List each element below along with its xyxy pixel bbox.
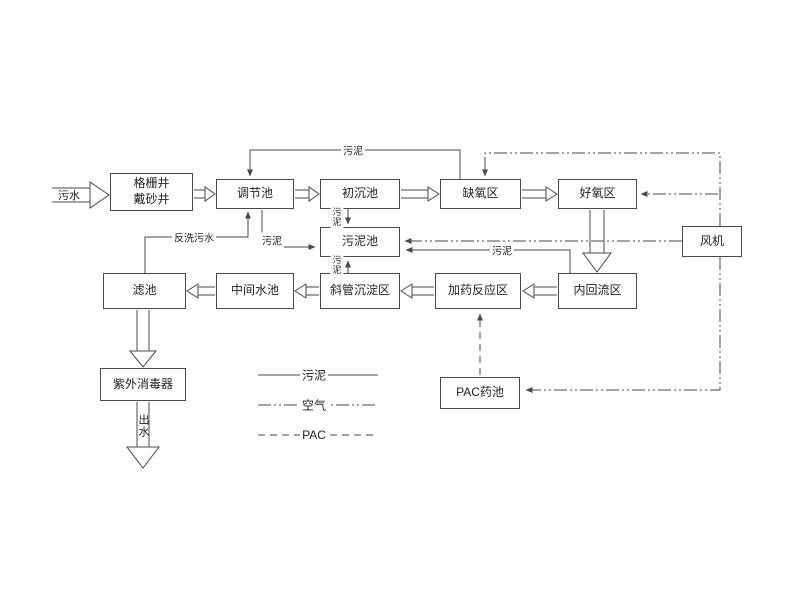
label-sludge-return-top: 污泥 (341, 142, 365, 158)
box-inclined-tube-zone-label: 斜管沉淀区 (329, 283, 390, 298)
legend-label-air: 空气 (299, 396, 329, 414)
flow-arrow-regulating-to-primary (295, 186, 320, 202)
box-primary-sedimentation: 初沉池 (320, 179, 400, 209)
flow-arrow-inclined-to-intermediate (294, 283, 319, 299)
box-regulating-tank-label: 调节池 (236, 186, 273, 201)
flow-arrow-anoxic-to-aerobic (522, 186, 558, 202)
box-blower: 风机 (682, 226, 742, 257)
box-inclined-tube-zone: 斜管沉淀区 (320, 273, 400, 309)
influent-flow-arrow (52, 181, 110, 209)
box-pac-tank-label: PAC药池 (456, 385, 504, 400)
box-uv-disinfector: 紫外消毒器 (100, 368, 186, 401)
box-regulating-tank: 调节池 (216, 179, 294, 209)
box-dosing-reaction-zone: 加药反应区 (435, 273, 521, 309)
box-intermediate-tank-label: 中间水池 (230, 283, 279, 298)
box-intermediate-tank: 中间水池 (216, 273, 294, 309)
air-line-blower-to-anoxic (482, 152, 721, 226)
flow-arrow-intermediate-to-filter (186, 283, 215, 299)
label-backwash-water: 反洗污水 (172, 229, 216, 245)
label-sludge-primary-to-tank: 污泥 (330, 205, 344, 229)
sludge-line-reflux-to-sludgetank (405, 247, 571, 273)
flow-arrow-dosing-to-inclined (400, 283, 434, 299)
box-pac-tank: PAC药池 (440, 377, 520, 409)
legend-label-sludge: 污泥 (299, 366, 329, 384)
box-aerobic-zone: 好氧区 (558, 179, 637, 209)
flow-arrow-grit-to-regulating (194, 186, 216, 202)
box-sludge-tank: 污泥池 (320, 227, 400, 257)
box-internal-reflux-zone-label: 内回流区 (573, 283, 622, 298)
box-filter-tank-label: 滤池 (132, 283, 157, 298)
box-anoxic-zone: 缺氧区 (440, 179, 521, 209)
box-anoxic-zone-label: 缺氧区 (462, 186, 499, 201)
flow-arrow-reflux-to-dosing (522, 283, 557, 299)
box-dosing-reaction-zone-label: 加药反应区 (447, 283, 508, 298)
box-grit-well-label: 格栅井 戴砂井 (133, 176, 170, 206)
label-influent: 污水 (58, 190, 80, 202)
flow-arrow-filter-to-uv (128, 310, 158, 368)
box-uv-disinfector-label: 紫外消毒器 (112, 376, 173, 391)
box-blower-label: 风机 (699, 233, 724, 248)
label-sludge-inclined-to-tank: 污泥 (330, 253, 344, 277)
label-sludge-reflux-to-tank: 污泥 (490, 242, 514, 258)
flow-arrow-primary-to-anoxic (401, 186, 440, 202)
box-aerobic-zone-label: 好氧区 (579, 186, 616, 201)
box-grit-well: 格栅井 戴砂井 (110, 173, 193, 211)
label-effluent: 出水 (137, 414, 149, 438)
legend-label-pac: PAC (300, 428, 328, 442)
flow-arrow-aerobic-to-reflux (582, 210, 612, 273)
effluent-flow-arrow (125, 402, 161, 469)
box-filter-tank: 滤池 (103, 273, 186, 309)
air-line-blower-to-pactank (525, 257, 721, 393)
box-internal-reflux-zone: 内回流区 (558, 273, 637, 309)
box-primary-sedimentation-label: 初沉池 (341, 186, 378, 201)
box-sludge-tank-label: 污泥池 (341, 234, 378, 249)
label-sludge-to-tank: 污泥 (260, 232, 284, 248)
